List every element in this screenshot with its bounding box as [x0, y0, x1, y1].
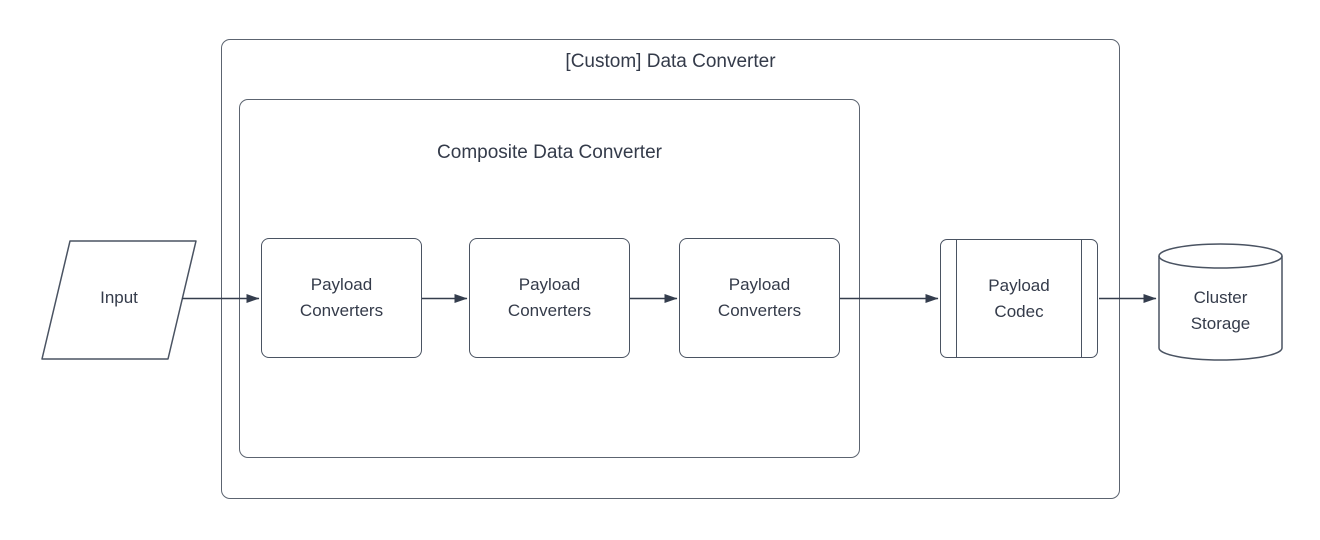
- payload-converters-label-3: Payload Converters: [717, 275, 802, 320]
- cluster-storage-cylinder-rim: [1158, 255, 1283, 269]
- payload-codec-node: Payload Codec: [940, 239, 1098, 358]
- payload-converters-node-2: Payload Converters: [469, 238, 630, 358]
- payload-converters-label-2: Payload Converters: [507, 275, 592, 320]
- custom-data-converter-label: [Custom] Data Converter: [565, 51, 776, 72]
- composite-data-converter-container: Composite Data Converter: [239, 99, 860, 458]
- payload-converters-node-1: Payload Converters: [261, 238, 422, 358]
- input-node-label: Input: [100, 288, 138, 307]
- composite-data-converter-label: Composite Data Converter: [437, 142, 662, 163]
- custom-data-converter-container: [Custom] Data Converter: [221, 39, 1120, 499]
- payload-converters-node-3: Payload Converters: [679, 238, 840, 358]
- payload-converters-label-1: Payload Converters: [299, 275, 384, 320]
- cluster-storage-node-label: Cluster Storage: [1190, 288, 1251, 333]
- payload-codec-label: Payload Codec: [988, 275, 1050, 321]
